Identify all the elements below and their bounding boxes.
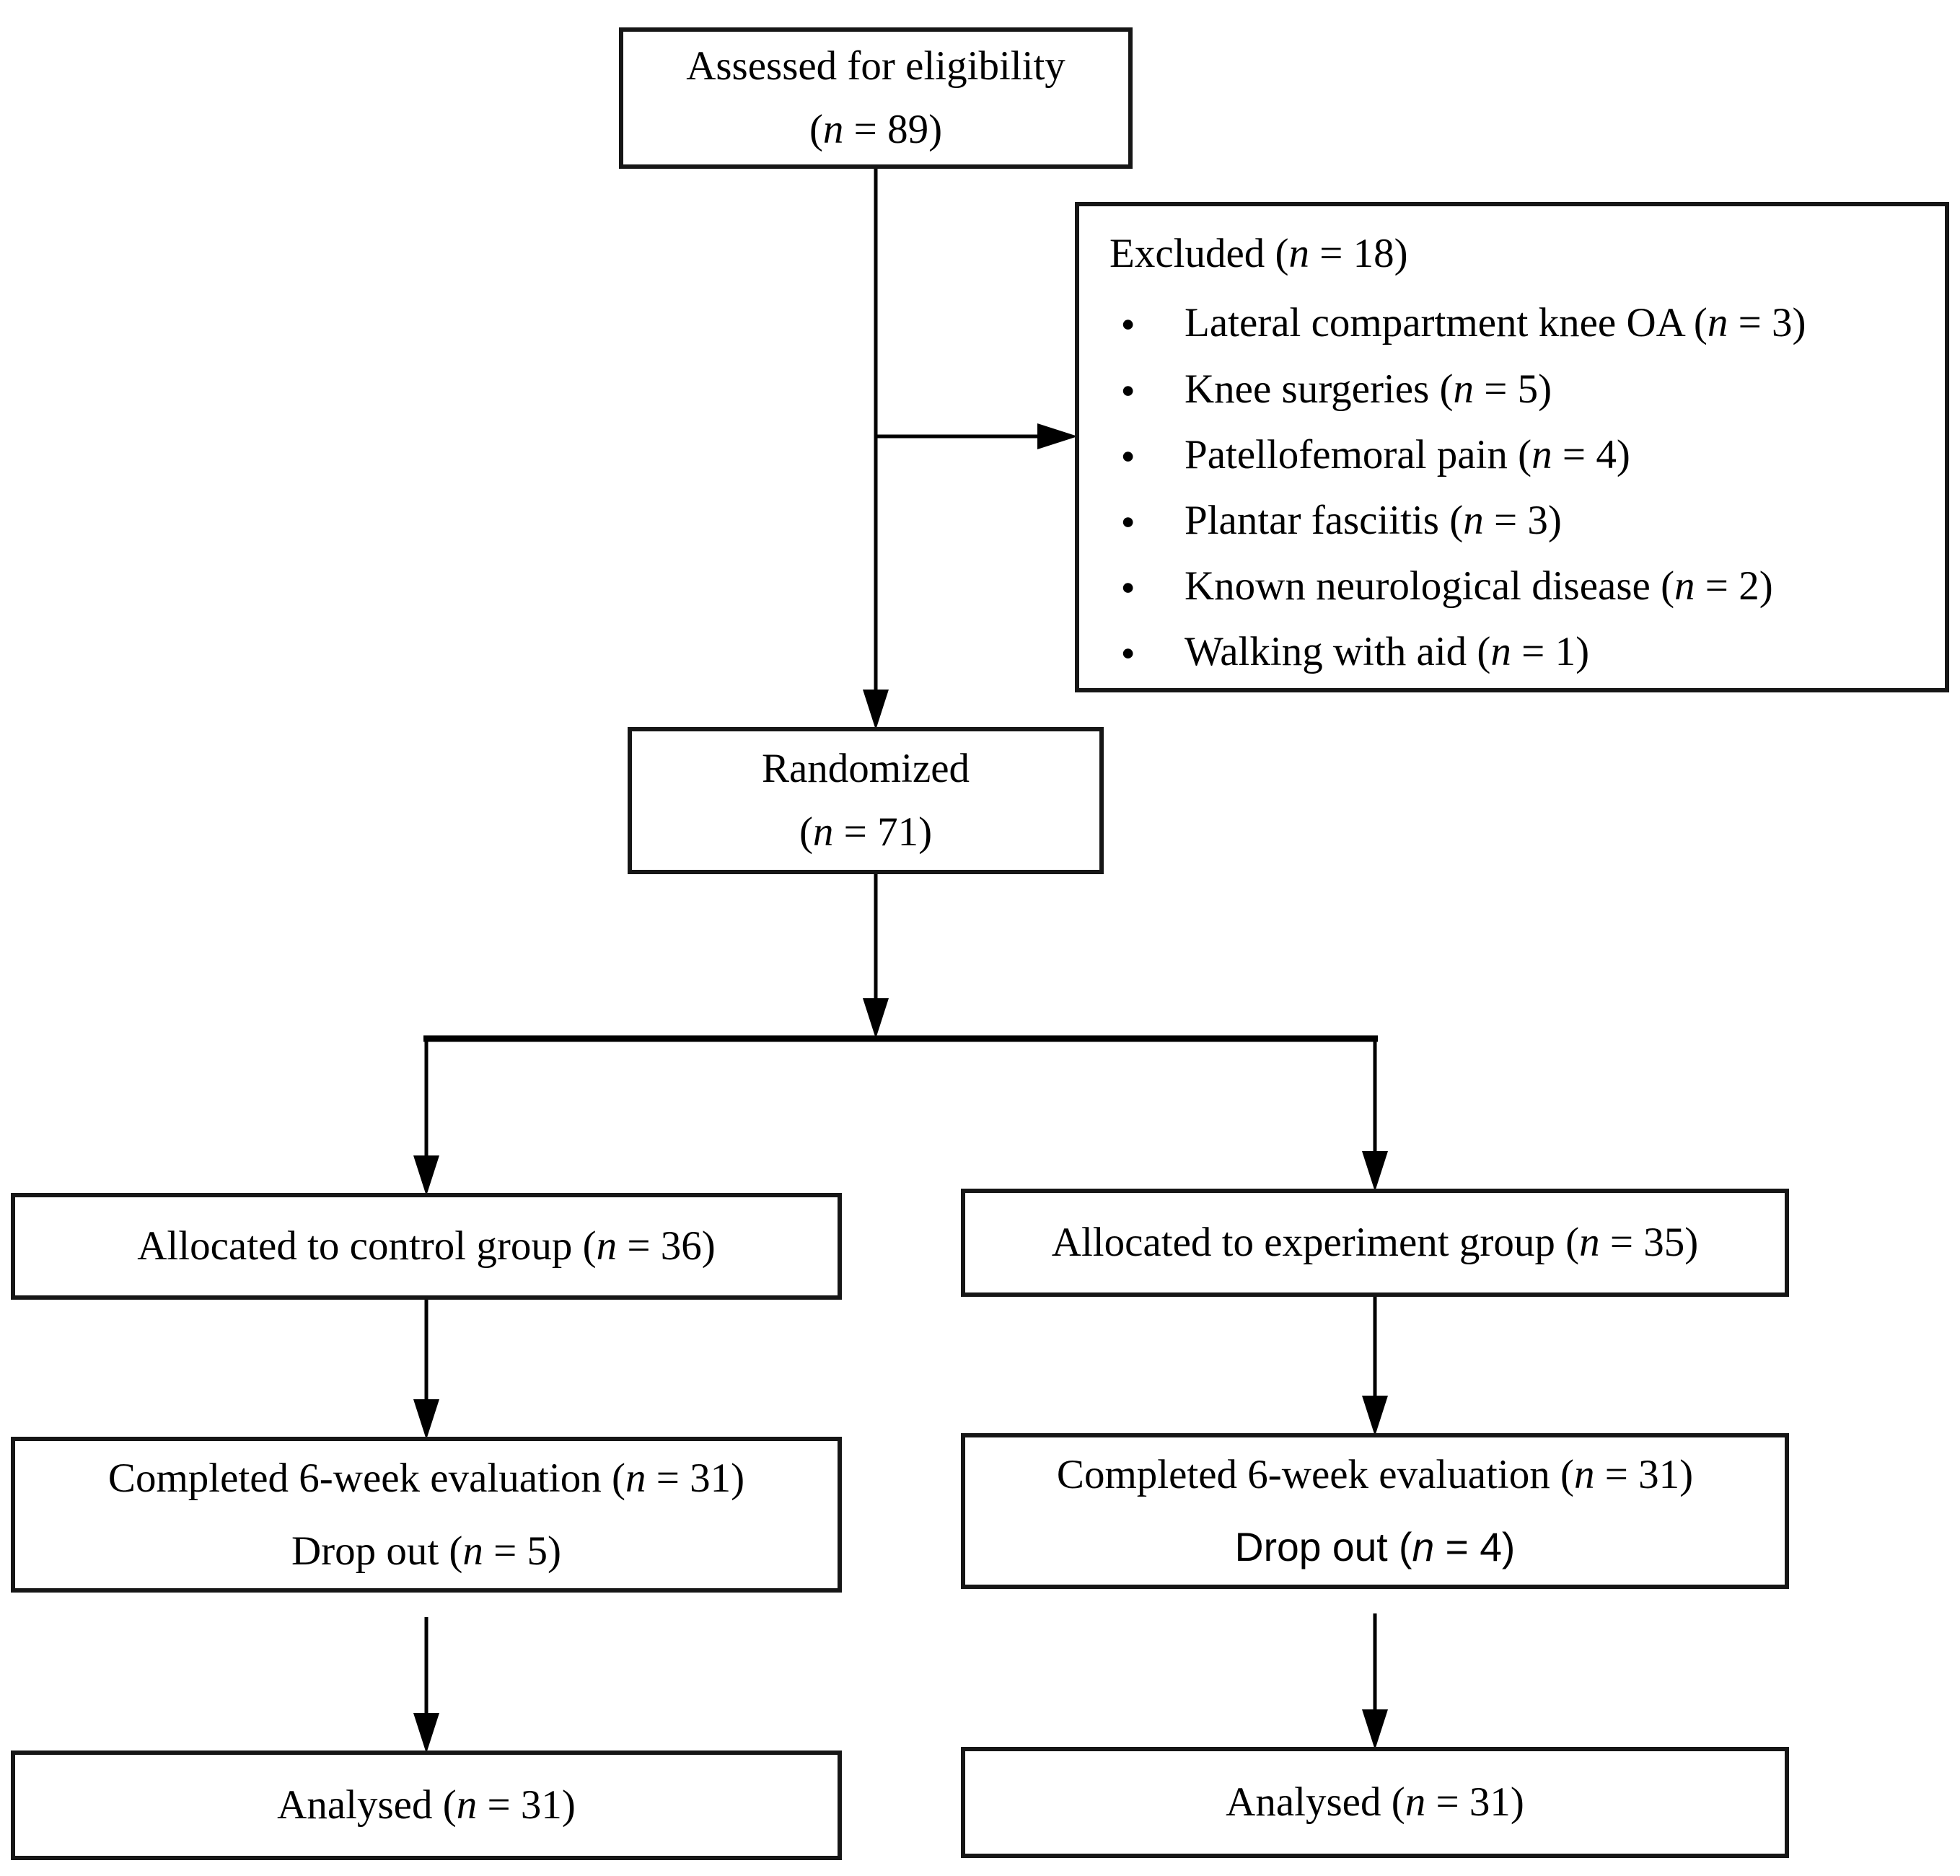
- text-segment: n: [1453, 366, 1474, 412]
- arrow-control-to-completed-head: [413, 1399, 439, 1440]
- text-segment: Excluded (: [1109, 231, 1289, 276]
- box-completed-evaluation-control: Completed 6-week evaluation (n = 31)Drop…: [11, 1437, 842, 1593]
- text-line: Assessed for eligibility: [686, 35, 1065, 98]
- arrow-split-to-experiment-head: [1362, 1151, 1388, 1192]
- text-segment: n: [1707, 300, 1728, 346]
- text-segment: n: [462, 1528, 483, 1574]
- text-segment: Assessed for eligibility: [686, 43, 1065, 89]
- text-segment: ●: [1121, 640, 1135, 666]
- text-segment: = 31): [477, 1782, 576, 1828]
- text-line: Drop out (n = 4): [1235, 1511, 1516, 1584]
- arrow-split-to-control-head: [413, 1155, 439, 1196]
- arrow-assessed-to-randomized-head: [863, 690, 889, 730]
- box-allocated-control-group: Allocated to control group (n = 36): [11, 1193, 842, 1300]
- text-segment: = 31): [1425, 1779, 1524, 1825]
- text-segment: = 5): [1473, 366, 1552, 412]
- text-segment: ●: [1121, 574, 1135, 600]
- text-segment: Drop out (: [291, 1528, 463, 1574]
- text-segment: n: [1573, 1451, 1595, 1497]
- arrow-experiment-to-completed-head: [1362, 1396, 1388, 1436]
- text-segment: = 31): [1594, 1451, 1694, 1497]
- text-segment: Analysed (: [1226, 1779, 1405, 1825]
- text-segment: = 71): [833, 809, 933, 855]
- excluded-reasons-list: ●Lateral compartment knee OA (n = 3)●Kne…: [1109, 290, 1933, 684]
- text-segment: Knee surgeries (: [1185, 366, 1454, 412]
- text-line: Analysed (n = 31): [1226, 1771, 1524, 1834]
- text-line: ● Known neurological disease (n = 2): [1121, 553, 1933, 619]
- text-segment: n: [822, 107, 844, 152]
- text-segment: = 1): [1511, 629, 1590, 675]
- box-allocated-experiment-group: Allocated to experiment group (n = 35): [961, 1189, 1789, 1297]
- text-segment: n: [1674, 563, 1695, 609]
- text-segment: = 3): [1728, 300, 1806, 346]
- text-segment: n: [1579, 1219, 1600, 1265]
- arrow-to-excluded-head: [1037, 423, 1078, 449]
- text-segment: = 89): [843, 107, 943, 152]
- box-analysed-control: Analysed (n = 31): [11, 1751, 842, 1860]
- arrow-completed-to-analysed-experiment-head: [1362, 1709, 1388, 1750]
- text-line: Analysed (n = 31): [277, 1774, 576, 1837]
- text-line: (n = 71): [799, 801, 932, 864]
- text-segment: n: [1412, 1525, 1435, 1569]
- text-segment: ●: [1121, 508, 1135, 534]
- text-line: ● Knee surgeries (n = 5): [1121, 356, 1933, 422]
- text-line: Randomized: [762, 737, 970, 801]
- text-segment: = 4): [1434, 1525, 1516, 1569]
- text-segment: = 36): [617, 1223, 716, 1269]
- text-segment: n: [1463, 497, 1484, 543]
- text-segment: Plantar fasciitis (: [1185, 497, 1464, 543]
- text-line: ● Walking with aid (n = 1): [1121, 619, 1933, 684]
- text-segment: n: [456, 1782, 478, 1828]
- text-line: Completed 6-week evaluation (n = 31): [108, 1442, 744, 1515]
- text-segment: n: [1405, 1779, 1426, 1825]
- text-segment: ●: [1121, 442, 1135, 468]
- arrow-randomized-to-split-head: [863, 998, 889, 1039]
- text-segment: Allocated to experiment group (: [1051, 1219, 1580, 1265]
- text-segment: Lateral compartment knee OA (: [1185, 300, 1708, 346]
- text-segment: = 5): [483, 1528, 562, 1574]
- text-segment: Completed 6-week evaluation (: [107, 1455, 625, 1501]
- text-line: ● Patellofemoral pain (n = 4): [1121, 422, 1933, 488]
- text-segment: Allocated to control group (: [137, 1223, 597, 1269]
- text-segment: = 3): [1483, 497, 1562, 543]
- text-line: Allocated to experiment group (n = 35): [1052, 1211, 1698, 1274]
- text-segment: Drop out (: [1234, 1525, 1412, 1569]
- text-line: ● Plantar fasciitis (n = 3): [1121, 488, 1933, 553]
- text-segment: Patellofemoral pain (: [1185, 431, 1532, 477]
- text-segment: n: [1288, 231, 1309, 276]
- text-segment: Walking with aid (: [1185, 629, 1491, 675]
- excluded-title: Excluded (n = 18): [1109, 222, 1933, 286]
- text-segment: n: [1490, 629, 1511, 675]
- text-segment: n: [625, 1455, 646, 1501]
- text-segment: n: [596, 1223, 618, 1269]
- box-assessed-eligibility: Assessed for eligibility (n = 89): [619, 27, 1133, 169]
- text-line: Drop out (n = 5): [291, 1515, 561, 1587]
- text-segment: (: [799, 809, 813, 855]
- text-line: (n = 89): [809, 98, 942, 162]
- text-segment: n: [1531, 431, 1552, 477]
- text-segment: (: [809, 107, 823, 152]
- text-segment: Known neurological disease (: [1185, 563, 1675, 609]
- text-segment: Analysed (: [277, 1782, 457, 1828]
- text-line: Allocated to control group (n = 36): [137, 1215, 715, 1278]
- text-segment: = 31): [646, 1455, 745, 1501]
- text-segment: Completed 6-week evaluation (: [1056, 1451, 1574, 1497]
- text-segment: n: [812, 809, 834, 855]
- box-randomized: Randomized (n = 71): [628, 727, 1104, 874]
- text-segment: = 4): [1552, 431, 1630, 477]
- box-completed-evaluation-experiment: Completed 6-week evaluation (n = 31)Drop…: [961, 1433, 1789, 1589]
- box-excluded: Excluded (n = 18) ●Lateral compartment k…: [1075, 202, 1949, 692]
- text-line: Completed 6-week evaluation (n = 31): [1057, 1438, 1693, 1511]
- text-segment: = 35): [1599, 1219, 1699, 1265]
- text-segment: = 2): [1695, 563, 1773, 609]
- box-analysed-experiment: Analysed (n = 31): [961, 1747, 1789, 1858]
- text-segment: Randomized: [761, 745, 970, 791]
- text-segment: = 18): [1309, 231, 1408, 276]
- text-segment: ●: [1121, 376, 1135, 402]
- text-segment: ●: [1121, 311, 1135, 337]
- text-line: Excluded (n = 18): [1109, 222, 1933, 286]
- text-line: ● Lateral compartment knee OA (n = 3): [1121, 290, 1933, 356]
- arrow-completed-to-analysed-control-head: [413, 1713, 439, 1753]
